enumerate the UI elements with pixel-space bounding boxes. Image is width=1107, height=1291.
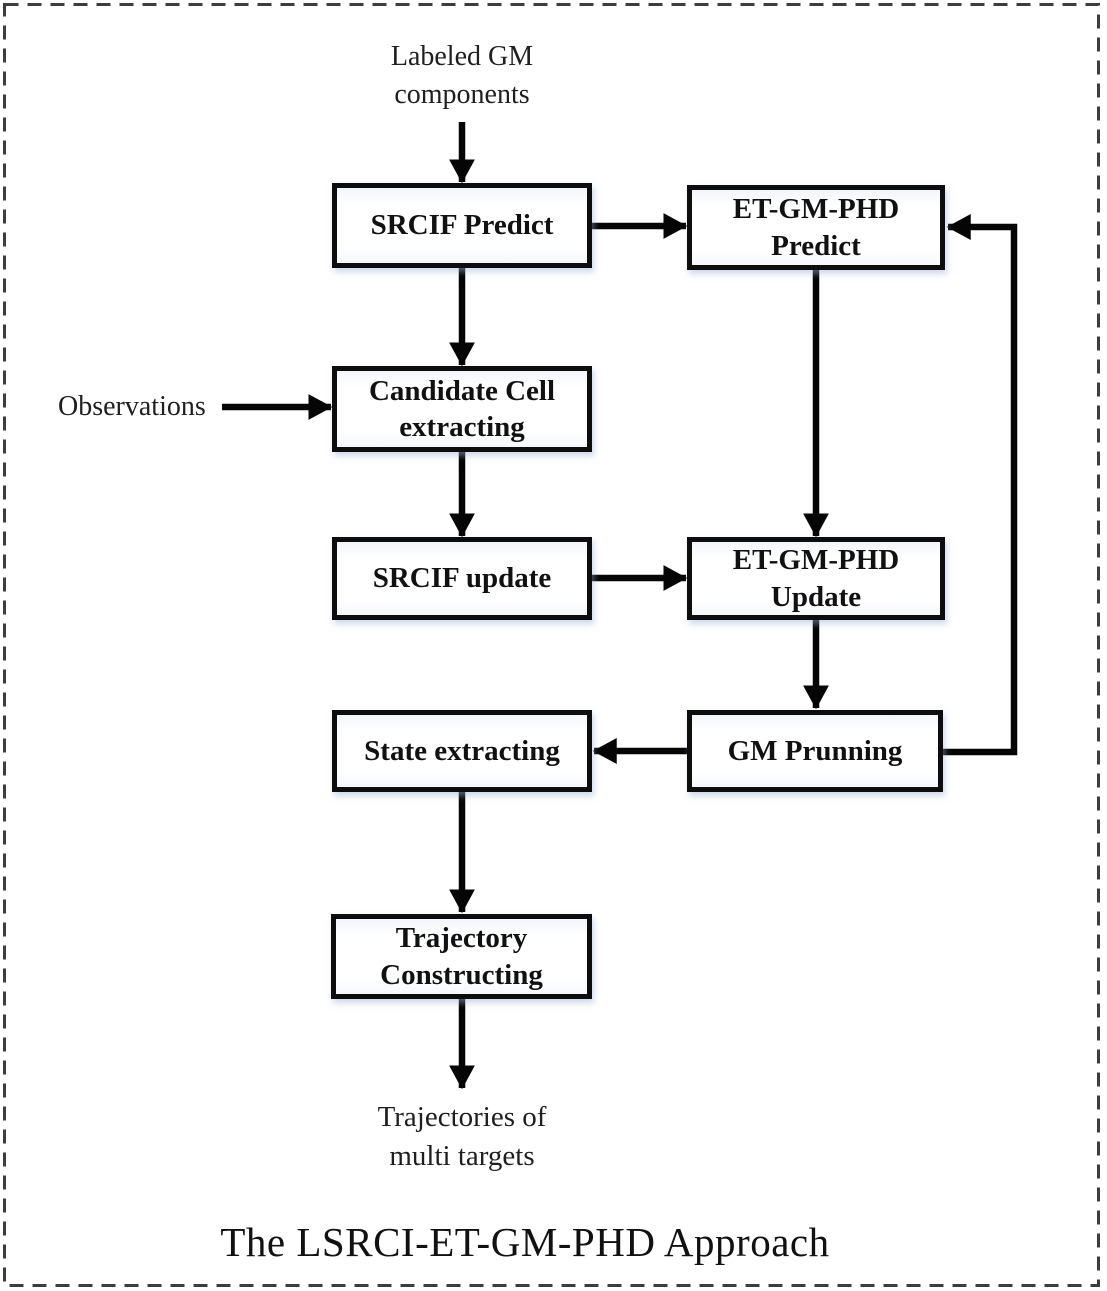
box-candidate-cell-extracting: Candidate Cell extracting	[332, 366, 592, 452]
box-et-gm-phd-predict: ET-GM-PHD Predict	[687, 185, 945, 270]
label-observations: Observations	[58, 391, 206, 422]
box-et-gm-phd-update: ET-GM-PHD Update	[687, 537, 945, 620]
box-state-extracting: State extracting	[332, 710, 592, 792]
box-trajectory-constructing: Trajectory Constructing	[331, 914, 592, 999]
box-srcif-update: SRCIF update	[332, 537, 592, 620]
box-srcif-predict: SRCIF Predict	[332, 183, 592, 268]
outer-dashed-border	[3, 3, 1100, 1287]
label-trajectories-of-multi-targets: Trajectories of multi targets	[377, 1101, 547, 1173]
figure-caption: The LSRCI-ET-GM-PHD Approach	[220, 1219, 830, 1265]
arrow-feedback-gm-prunning-to-et-gm-phd-predict	[943, 214, 1018, 756]
box-gm-prunning: GM Prunning	[687, 710, 943, 792]
label-labeled-gm-components: Labeled GM components	[390, 41, 534, 110]
